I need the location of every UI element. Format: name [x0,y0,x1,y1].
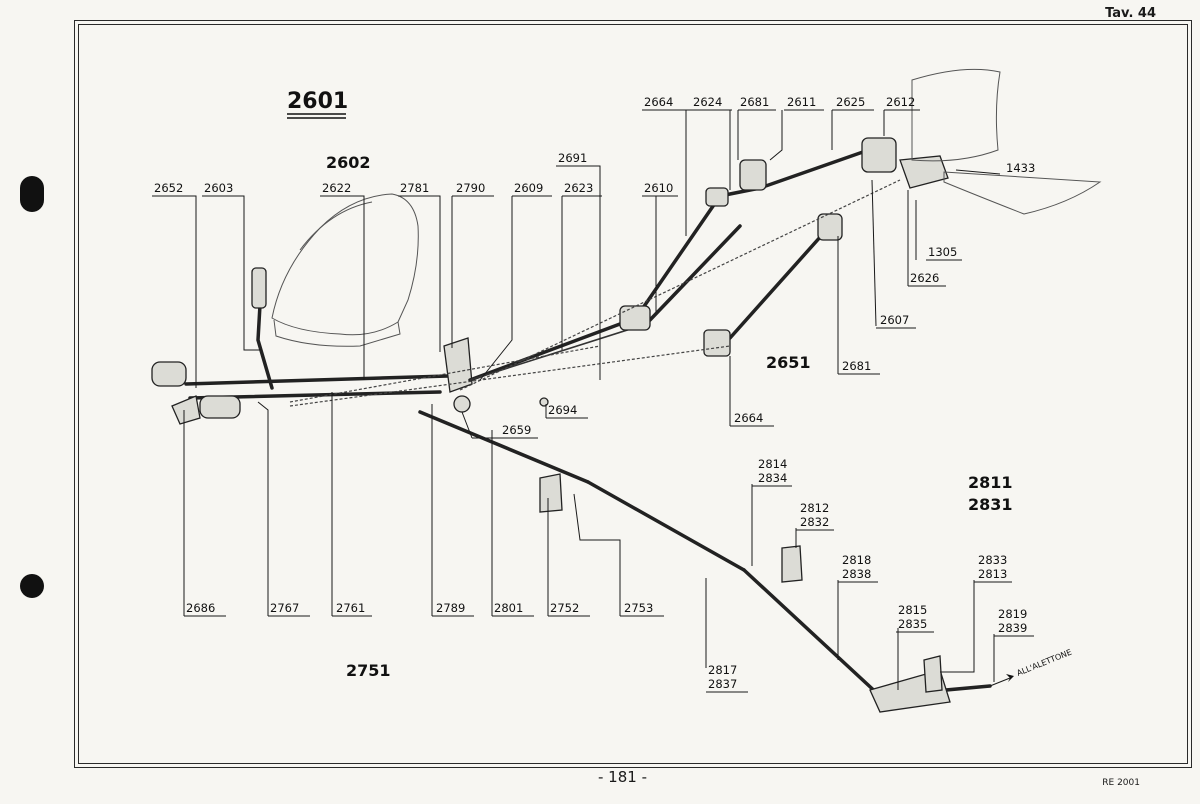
bellcrank [443,337,473,393]
aileron-note: ALL'ALETTONE [1015,648,1073,678]
plate-number: Tav. 44 [1105,6,1156,21]
callout: 2624 [693,95,722,109]
callouts: 2664 2624 2681 2611 2625 2612 1433 2691 … [154,95,1035,691]
callout: 2839 [998,621,1027,635]
callout: 2623 [564,181,593,195]
group-2651: 2651 [766,353,811,372]
turnbuckle-2694 [539,397,549,407]
callout: 2814 [758,457,787,471]
aileron-rod-1 [418,410,590,484]
punch-hole-bottom [20,574,44,598]
rudder-outline [911,68,1001,162]
callout: 2694 [548,403,577,417]
aileron-rod-3 [742,568,882,698]
joint-2624 [705,187,729,207]
callout: 2626 [910,271,939,285]
callout: 2835 [898,617,927,631]
callout: 2681 [740,95,769,109]
callout: 2659 [502,423,531,437]
group-2602: 2602 [326,153,371,172]
punch-hole-top [20,176,44,212]
callout: 2789 [436,601,465,615]
seat-outline [271,193,419,336]
group-2811: 2811 [968,473,1013,492]
callout: 2761 [336,601,365,615]
callout: 2838 [842,567,871,581]
callout: 2611 [787,95,816,109]
callout: 2818 [842,553,871,567]
torque-tube [184,374,450,386]
document-code: RE 2001 [1102,778,1140,788]
push-rod-branch [648,224,742,322]
callout: 2622 [322,181,351,195]
callout: 2612 [886,95,915,109]
linkage-drawing [151,68,1102,713]
callout: 2603 [204,181,233,195]
callout: 2691 [558,151,587,165]
callout: 2813 [978,567,1007,581]
drawing-frame [74,20,1192,768]
callout: 2834 [758,471,787,485]
joint-2612 [861,137,897,173]
callout-underlines [152,109,1034,693]
callout: 2610 [644,181,673,195]
page-number: - 181 - [598,768,647,786]
callout: 2812 [800,501,829,515]
callout: 2752 [550,601,579,615]
elevator-outline [943,171,1102,215]
callout: 2815 [898,603,927,617]
callout: 2607 [880,313,909,327]
right-grip [199,395,241,419]
joint-2610 [619,305,651,331]
stick-grip [251,267,267,309]
group-2831: 2831 [968,495,1013,514]
group-2751: 2751 [346,661,391,680]
aileron-rod-2 [586,480,746,572]
callout: 2781 [400,181,429,195]
callout: 2819 [998,607,1027,621]
callout: 2801 [494,601,523,615]
callout: 2837 [708,677,737,691]
callout: 2790 [456,181,485,195]
callout: 2833 [978,553,1007,567]
callout: 2625 [836,95,865,109]
callout: 2664 [644,95,673,109]
callout: 2832 [800,515,829,529]
joint-2681 [739,159,767,191]
bracket-2752 [539,473,563,513]
bracket-2833 [923,655,943,693]
cable-upper [459,179,901,391]
callout: 2817 [708,663,737,677]
plate-2664 [703,329,731,357]
callout: 2681 [842,359,871,373]
callout: 1305 [928,245,957,259]
cable-lower [289,345,731,407]
callout: 2609 [514,181,543,195]
horn-1305 [899,155,949,189]
base-bracket [171,395,201,425]
callout: 1433 [1006,161,1035,175]
joint-2607 [817,213,843,241]
callout: 2652 [154,181,183,195]
callout: 2767 [270,601,299,615]
callout: 2664 [734,411,763,425]
bracket-2812 [781,545,803,583]
left-grip [151,361,187,387]
callout: 2753 [624,601,653,615]
push-rod-right [728,224,832,340]
group-2601: 2601 [287,89,348,114]
pulley-2659 [453,395,471,413]
callout: 2686 [186,601,215,615]
